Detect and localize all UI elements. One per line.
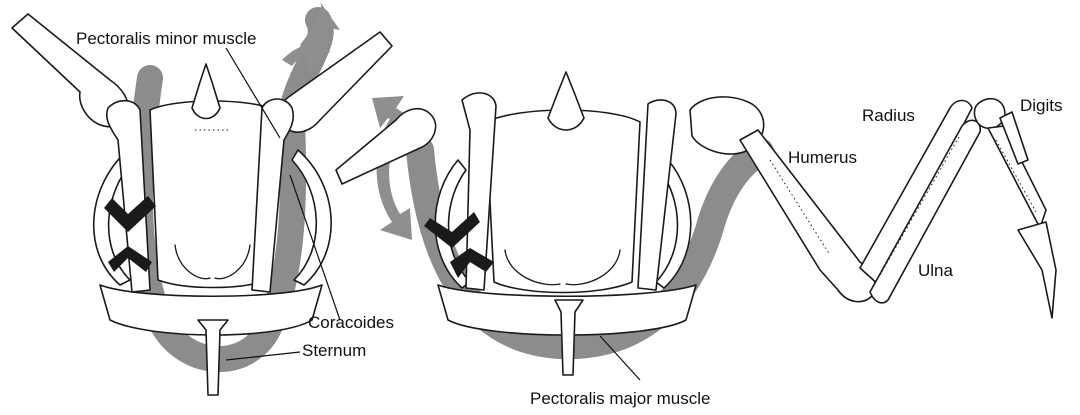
middle-vertebra [548,72,584,130]
left-skeleton [12,2,392,395]
digits-label: Digits [1020,96,1063,115]
pectoralis-major-label: Pectoralis major muscle [530,389,710,408]
middle-rib-cage [486,110,640,293]
coracoides-label: Coracoides [308,313,394,332]
humerus-label: Humerus [788,148,857,167]
carpal-joint [974,99,1004,129]
radius-bone [860,101,972,287]
pectoralis-minor-label: Pectoralis minor muscle [76,29,256,48]
ulna-label: Ulna [918,261,954,280]
wing-skeleton [690,97,1056,318]
sternum-label: Sternum [302,341,366,360]
left-vertebra [192,64,220,119]
digit-tip [1018,222,1056,318]
radius-label: Radius [862,106,915,125]
